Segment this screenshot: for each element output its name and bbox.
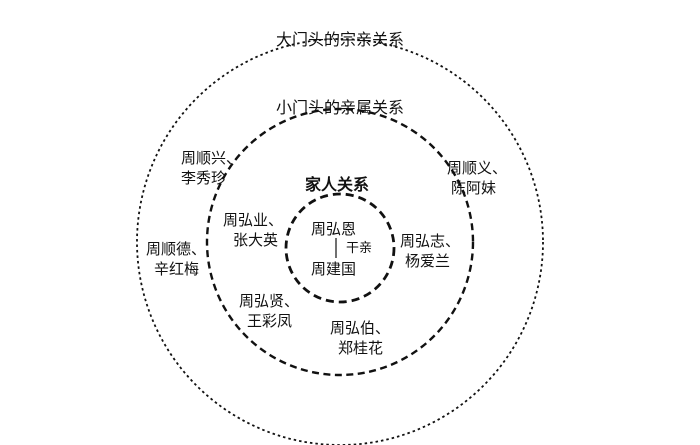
middle-couple-4-line2: 郑桂花 [338, 339, 384, 357]
inner-circle-title: 家人关系 [304, 175, 370, 194]
outer-couple-1-line1: 周顺兴、 [181, 149, 242, 167]
middle-circle [205, 107, 475, 377]
outer-circle [136, 38, 544, 445]
middle-couple-4-line1: 周弘伯、 [330, 319, 391, 337]
outer-couple-2-line1: 周顺义、 [447, 159, 508, 177]
outer-couple-2-line2: 陈阿妹 [451, 179, 497, 197]
middle-couple-3-line2: 王彩凤 [247, 312, 293, 330]
middle-couple-1-line2: 张大英 [233, 231, 279, 249]
outer-couple-3-line2: 辛红梅 [154, 260, 200, 278]
center-person-top: 周弘恩 [311, 220, 357, 238]
middle-couple-2-line1: 周弘志、 [400, 232, 461, 250]
middle-couple-1-line1: 周弘业、 [223, 211, 284, 229]
center-person-bottom: 周建国 [311, 260, 357, 278]
outer-couple-3-line1: 周顺德、 [146, 240, 207, 258]
middle-couple-2-line2: 杨爱兰 [405, 252, 451, 270]
center-relation-label: 干亲 [346, 241, 373, 256]
middle-circle-title: 小门头的亲属关系 [275, 98, 405, 117]
middle-couple-3-line1: 周弘贤、 [239, 292, 300, 310]
outer-couple-1-line2: 李秀珍 [181, 169, 227, 187]
outer-circle-title: 大门头的宗亲关系 [275, 30, 405, 49]
inner-circle [284, 192, 396, 304]
